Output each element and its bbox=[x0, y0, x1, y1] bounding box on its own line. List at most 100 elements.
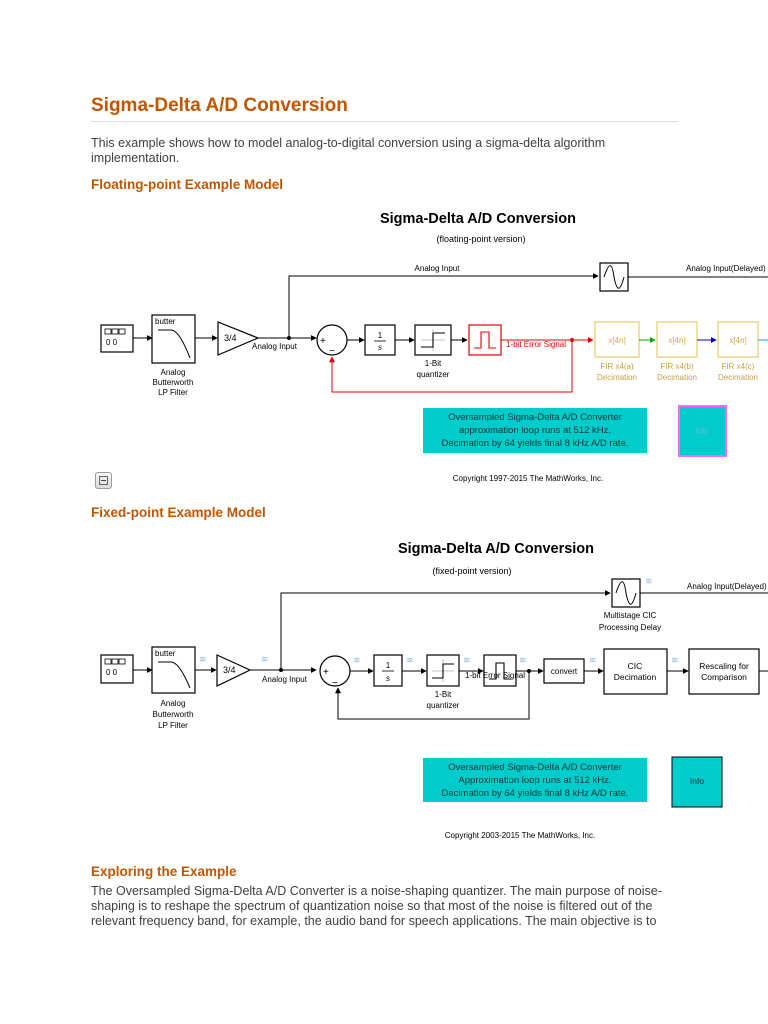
floating-point-model-diagram: Sigma-Delta A/D Conversion (floating-poi… bbox=[100, 211, 768, 483]
floating-point-heading: Floating-point Example Model bbox=[91, 177, 283, 192]
fixed-diagram-subtitle: (fixed-point version) bbox=[432, 566, 511, 576]
fir-a-label-2: Decimation bbox=[597, 373, 637, 382]
svg-text:+: + bbox=[323, 667, 329, 678]
svg-text:Comparison: Comparison bbox=[701, 672, 747, 682]
svg-text:0 0: 0 0 bbox=[106, 668, 118, 677]
svg-text:CIC: CIC bbox=[628, 661, 643, 671]
gain-label: 3/4 bbox=[224, 333, 237, 343]
floating-info-annotation bbox=[423, 408, 647, 453]
fixed-point-heading: Fixed-point Example Model bbox=[91, 505, 266, 520]
svg-text:1: 1 bbox=[378, 331, 383, 340]
fixed-signal-source-block[interactable]: 0 0 bbox=[100, 654, 134, 684]
svg-text:−: − bbox=[329, 346, 335, 357]
fir-decimation-c-block[interactable]: x[4n] bbox=[717, 321, 759, 358]
svg-text:Rescaling for: Rescaling for bbox=[699, 661, 749, 671]
fir-decimation-b-block[interactable]: x[4n] bbox=[656, 321, 698, 358]
wifi-signal-icon: ≋ bbox=[406, 655, 414, 665]
filter-label-1: Analog bbox=[161, 368, 186, 377]
wifi-signal-icon: ≋ bbox=[463, 655, 471, 665]
svg-text:Decimation: Decimation bbox=[614, 672, 657, 682]
fir-c-label-2: Decimation bbox=[718, 373, 758, 382]
signal-source-block[interactable]: 0 0 bbox=[100, 324, 134, 353]
quantizer-label-1: 1-Bit bbox=[425, 359, 442, 368]
error-signal-label: 1-bit Error Signal bbox=[506, 340, 566, 349]
svg-text:Info: Info bbox=[690, 776, 704, 786]
fixed-butterworth-filter-block[interactable]: butter bbox=[151, 646, 196, 694]
svg-text:x[4n]: x[4n] bbox=[729, 336, 746, 345]
integrator-block[interactable]: 1 s bbox=[364, 324, 396, 356]
svg-text:butter: butter bbox=[155, 649, 176, 658]
fir-decimation-a-block[interactable]: x[4n] bbox=[594, 321, 640, 358]
fixed-point-model-diagram: Sigma-Delta A/D Conversion (fixed-point … bbox=[100, 541, 768, 840]
gain-block[interactable]: 3/4 bbox=[217, 321, 260, 356]
svg-text:Decimation by 64 yields final: Decimation by 64 yields final 8 kHz A/D … bbox=[442, 438, 629, 449]
convert-block[interactable]: convert bbox=[543, 658, 585, 684]
quantizer-label-2: quantizer bbox=[417, 370, 450, 379]
floating-diagram-subtitle: (floating-point version) bbox=[436, 234, 525, 244]
svg-text:Decimation by 64 yields final: Decimation by 64 yields final 8 kHz A/D … bbox=[442, 788, 629, 799]
analog-input-signal-label: Analog Input bbox=[252, 342, 298, 351]
fixed-gain-block[interactable]: 3/4 bbox=[216, 654, 252, 687]
svg-text:3/4: 3/4 bbox=[223, 665, 236, 675]
filter-label-3: LP Filter bbox=[158, 388, 188, 397]
cic-decimation-block[interactable]: CIC Decimation bbox=[603, 648, 668, 695]
delay-scope-block[interactable] bbox=[599, 262, 629, 292]
svg-text:−: − bbox=[332, 678, 338, 689]
svg-text:Analog: Analog bbox=[161, 699, 186, 708]
svg-text:x[4n]: x[4n] bbox=[608, 336, 625, 345]
svg-text:Approximation loop runs at 512: Approximation loop runs at 512 kHz. bbox=[458, 775, 611, 786]
quantizer-block[interactable] bbox=[414, 324, 452, 356]
wifi-signal-icon: ≋ bbox=[671, 655, 679, 665]
collapse-toggle-button[interactable] bbox=[95, 472, 112, 489]
butterworth-filter-block[interactable]: butter bbox=[151, 314, 196, 364]
exploring-heading: Exploring the Example bbox=[91, 864, 237, 879]
wifi-signal-icon: ≋ bbox=[589, 655, 597, 665]
rescaling-block[interactable]: Rescaling for Comparison bbox=[688, 648, 760, 695]
fixed-analog-input-delayed-label: Analog Input(Delayed) bbox=[687, 582, 767, 591]
svg-text:Processing Delay: Processing Delay bbox=[599, 623, 661, 632]
floating-copyright: Copyright 1997-2015 The MathWorks, Inc. bbox=[453, 474, 603, 483]
wifi-signal-icon: ≋ bbox=[645, 576, 653, 586]
fixed-integrator-block[interactable]: 1 s bbox=[373, 654, 403, 687]
svg-text:convert: convert bbox=[551, 667, 578, 676]
fixed-error-signal-block[interactable] bbox=[483, 654, 517, 687]
floating-info-button[interactable]: Info bbox=[678, 405, 727, 457]
svg-text:x[4n]: x[4n] bbox=[668, 336, 685, 345]
svg-text:1-Bit: 1-Bit bbox=[435, 690, 452, 699]
svg-text:s: s bbox=[378, 343, 382, 352]
filter-label-2: Butterworth bbox=[153, 378, 194, 387]
fixed-diagram-title: Sigma-Delta A/D Conversion bbox=[398, 541, 594, 557]
svg-text:Oversampled Sigma-Delta A/D Co: Oversampled Sigma-Delta A/D Converter bbox=[448, 412, 622, 423]
wifi-signal-icon: ≋ bbox=[353, 655, 361, 665]
fir-a-label-1: FIR x4(a) bbox=[600, 362, 634, 371]
svg-text:Info: Info bbox=[695, 427, 709, 436]
sum-block[interactable]: + − bbox=[316, 324, 348, 357]
svg-text:quantizer: quantizer bbox=[427, 701, 460, 710]
fixed-delay-scope-block[interactable] bbox=[611, 578, 641, 608]
svg-text:s: s bbox=[386, 674, 390, 683]
fixed-info-button[interactable]: Info bbox=[671, 756, 723, 808]
fir-b-label-2: Decimation bbox=[657, 373, 697, 382]
svg-text:LP Filter: LP Filter bbox=[158, 721, 188, 730]
svg-text:Multistage CIC: Multistage CIC bbox=[604, 611, 657, 620]
fir-c-label-1: FIR x4(c) bbox=[722, 362, 755, 371]
fixed-quantizer-block[interactable] bbox=[426, 654, 460, 687]
fir-b-label-1: FIR x4(b) bbox=[660, 362, 694, 371]
wifi-signal-icon: ≋ bbox=[519, 655, 527, 665]
svg-text:approximation loop runs at 512: approximation loop runs at 512 kHz. bbox=[459, 425, 611, 436]
butter-label: butter bbox=[155, 317, 176, 326]
fixed-sum-block[interactable]: + − bbox=[319, 655, 351, 689]
svg-text:0 0: 0 0 bbox=[106, 338, 118, 347]
wifi-signal-icon: ≋ bbox=[261, 654, 269, 664]
title-divider bbox=[91, 121, 678, 122]
analog-input-delayed-label: Analog Input(Delayed) bbox=[686, 264, 766, 273]
fixed-info-annotation bbox=[423, 758, 647, 802]
error-signal-block[interactable] bbox=[468, 324, 502, 356]
page-title: Sigma-Delta A/D Conversion bbox=[91, 95, 348, 116]
svg-text:Butterworth: Butterworth bbox=[153, 710, 194, 719]
fixed-error-signal-label: 1-bit Error Signal bbox=[465, 671, 525, 680]
analog-input-top-label: Analog Input bbox=[415, 264, 461, 273]
svg-text:1: 1 bbox=[386, 661, 391, 670]
wifi-signal-icon: ≋ bbox=[199, 654, 207, 664]
floating-diagram-title: Sigma-Delta A/D Conversion bbox=[380, 211, 576, 227]
